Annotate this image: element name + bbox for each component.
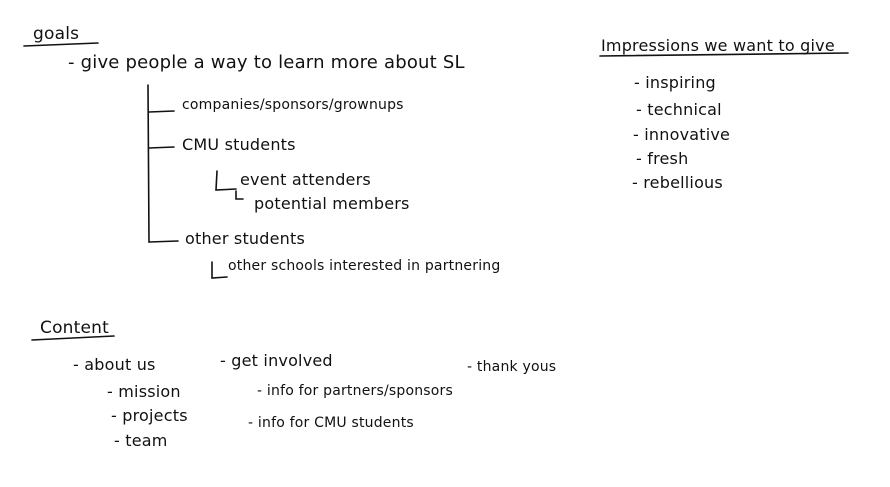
goals-item-other-students: other students	[185, 229, 306, 248]
content-about-team: - team	[114, 431, 168, 450]
content-info-partners: - info for partners/sponsors	[257, 383, 454, 399]
goals-item-potential-members: potential members	[254, 194, 410, 213]
content-heading: Content	[40, 318, 110, 338]
content-info-cmu-students: - info for CMU students	[248, 415, 414, 431]
impression-item-inspiring: - inspiring	[634, 73, 716, 92]
content-thank-yous: - thank yous	[467, 359, 557, 375]
branch-event-attenders	[215, 170, 237, 191]
impression-item-innovative: - innovative	[633, 125, 731, 144]
goals-heading: goals	[33, 24, 80, 44]
content-about-projects: - projects	[111, 406, 188, 425]
branch-other-students	[148, 240, 179, 243]
goals-item-companies: companies/sponsors/grownups	[182, 97, 404, 113]
impression-item-technical: - technical	[636, 100, 722, 119]
goals-item-other-schools: other schools interested in partnering	[228, 258, 501, 274]
goals-item-event-attenders: event attenders	[240, 170, 371, 189]
branch-cmu	[148, 146, 175, 149]
content-get-involved: - get involved	[220, 351, 333, 370]
branch-other-schools	[211, 261, 228, 279]
branch-companies	[148, 110, 175, 113]
impression-item-fresh: - fresh	[636, 149, 689, 168]
goals-main-item: - give people a way to learn more about …	[68, 52, 465, 73]
content-about-mission: - mission	[107, 382, 181, 401]
goals-tree-trunk	[147, 84, 150, 243]
goals-item-cmu-students: CMU students	[182, 135, 296, 154]
branch-potential-members	[235, 190, 244, 200]
impression-item-rebellious: - rebellious	[632, 173, 723, 192]
impressions-heading: Impressions we want to give	[601, 36, 835, 55]
content-about-us: - about us	[73, 355, 156, 374]
